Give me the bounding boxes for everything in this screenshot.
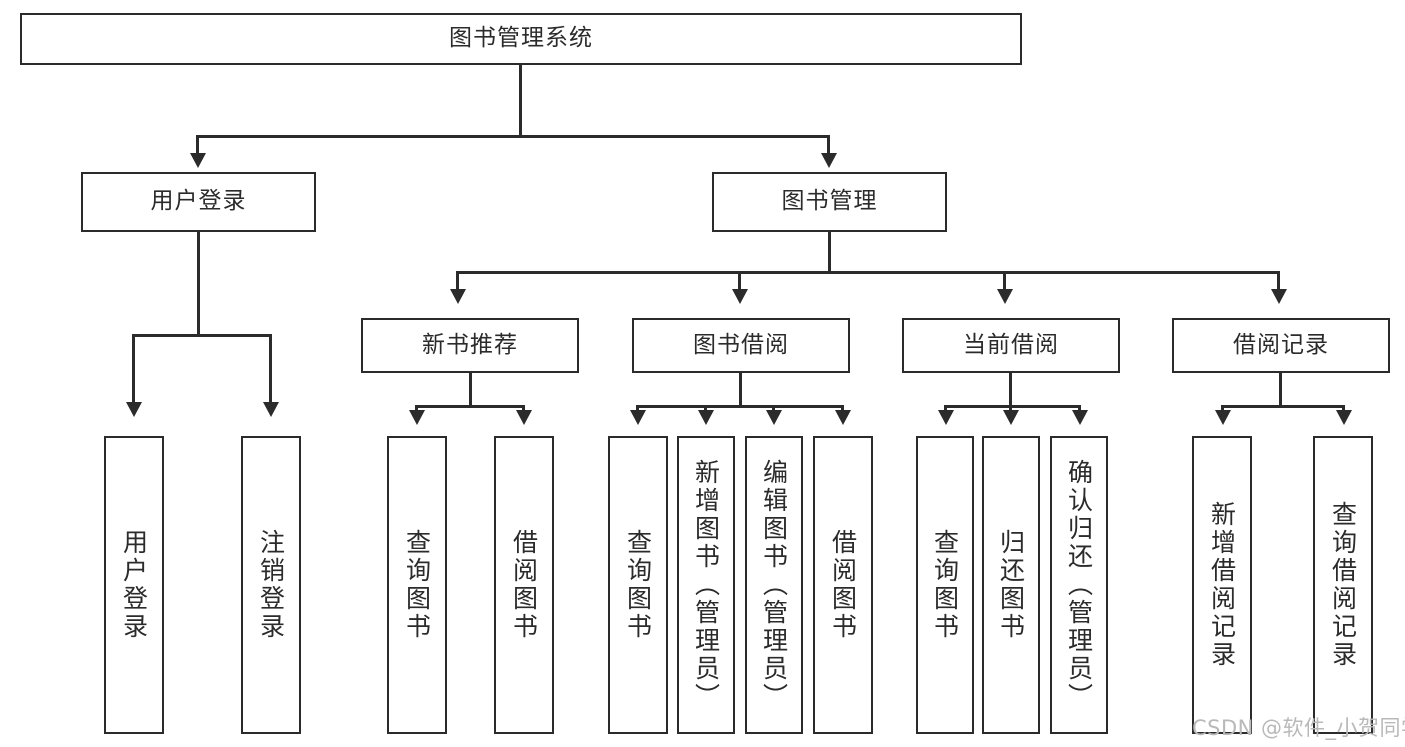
node-label: 注销登录	[256, 529, 286, 641]
leaf-user-login[interactable]: 用户登录	[104, 436, 164, 734]
node-root-book-management-system[interactable]: 图书管理系统	[20, 13, 1022, 65]
connector-book-borrow-bus	[636, 405, 844, 408]
connector-nb-to-borrow	[522, 405, 525, 413]
leaf-borrow-query-book[interactable]: 查询图书	[608, 436, 668, 734]
node-label: 图书借阅	[693, 331, 789, 358]
connector-bm-to-new-book	[456, 271, 459, 293]
connector-ul-to-logout	[269, 334, 272, 406]
arrow-ul-to-logout	[263, 402, 279, 417]
node-label: 借阅图书	[828, 529, 858, 641]
connector-borrow-record-bus	[1221, 405, 1345, 408]
connector-cb-to-return	[1009, 405, 1012, 413]
arrow-br-to-query	[1336, 410, 1352, 425]
connector-book-management-stem	[828, 232, 831, 274]
node-label: 用户登录	[150, 188, 247, 215]
node-current-borrow[interactable]: 当前借阅	[902, 318, 1120, 373]
arrow-cb-to-query	[938, 410, 954, 425]
connector-bb-to-borrow	[841, 405, 844, 413]
arrow-bb-to-edit	[766, 410, 782, 425]
arrow-bm-to-new-book	[450, 289, 466, 304]
connector-bm-to-borrow-record	[1277, 271, 1280, 293]
arrow-cb-to-confirm	[1072, 410, 1088, 425]
node-label: 确认归还（管理员）	[1064, 459, 1094, 711]
connector-user-login-bus	[132, 334, 272, 337]
connector-root-bus	[196, 135, 830, 138]
connector-root-to-user-login	[196, 135, 199, 157]
leaf-current-query-book[interactable]: 查询图书	[916, 436, 974, 734]
arrow-ul-to-login	[126, 402, 142, 417]
connector-borrow-record-stem	[1279, 373, 1282, 408]
leaf-logout[interactable]: 注销登录	[241, 436, 301, 734]
arrow-bm-to-borrow-record	[1271, 289, 1287, 304]
connector-br-to-add	[1221, 405, 1224, 413]
node-book-borrow[interactable]: 图书借阅	[632, 318, 850, 373]
node-label: 新增图书（管理员）	[691, 459, 721, 711]
node-label: 新书推荐	[422, 331, 518, 358]
connector-bb-to-query	[636, 405, 639, 413]
node-label: 借阅记录	[1233, 331, 1329, 358]
node-label: 查询图书	[930, 529, 960, 641]
csdn-watermark: CSDN @软件_小贺同学	[1192, 716, 1405, 740]
node-borrow-record[interactable]: 借阅记录	[1172, 318, 1390, 373]
leaf-query-borrow-record[interactable]: 查询借阅记录	[1313, 436, 1373, 734]
connector-br-to-query	[1342, 405, 1345, 413]
connector-book-management-bus	[456, 271, 1280, 274]
leaf-add-borrow-record[interactable]: 新增借阅记录	[1192, 436, 1252, 734]
node-label: 图书管理	[781, 188, 878, 215]
connector-bm-to-book-borrow	[738, 271, 741, 293]
node-label: 用户登录	[119, 529, 149, 641]
node-label: 新增借阅记录	[1207, 501, 1237, 669]
node-label: 图书管理系统	[449, 25, 593, 52]
arrow-bb-to-query	[630, 410, 646, 425]
arrow-nb-to-query	[409, 410, 425, 425]
connector-current-borrow-bus	[944, 405, 1081, 408]
leaf-new-book-borrow[interactable]: 借阅图书	[494, 436, 554, 734]
connector-new-book-stem	[469, 373, 472, 408]
connector-bm-to-current-borrow	[1003, 271, 1006, 293]
connector-bb-to-add	[704, 405, 707, 413]
leaf-borrow-book[interactable]: 借阅图书	[813, 436, 873, 734]
connector-cb-to-query	[944, 405, 947, 413]
node-label: 归还图书	[996, 529, 1026, 641]
leaf-confirm-return-admin[interactable]: 确认归还（管理员）	[1050, 436, 1108, 734]
leaf-edit-book-admin[interactable]: 编辑图书（管理员）	[745, 436, 803, 734]
arrow-bb-to-add	[698, 410, 714, 425]
connector-root-to-book-management	[827, 135, 830, 157]
node-label: 当前借阅	[963, 331, 1059, 358]
connector-new-book-bus	[415, 405, 525, 408]
node-new-book-recommend[interactable]: 新书推荐	[361, 318, 579, 373]
arrow-bm-to-book-borrow	[732, 289, 748, 304]
connector-root-stem	[519, 65, 522, 137]
node-label: 查询图书	[402, 529, 432, 641]
arrow-br-to-add	[1215, 410, 1231, 425]
connector-book-borrow-stem	[739, 373, 742, 408]
node-label: 查询图书	[623, 529, 653, 641]
connector-user-login-stem	[197, 232, 200, 337]
arrow-nb-to-borrow	[516, 410, 532, 425]
arrow-root-to-book-management	[821, 153, 837, 168]
arrow-root-to-user-login	[190, 153, 206, 168]
arrow-cb-to-return	[1003, 410, 1019, 425]
leaf-new-book-query[interactable]: 查询图书	[387, 436, 447, 734]
node-book-management[interactable]: 图书管理	[712, 172, 947, 232]
node-label: 借阅图书	[509, 529, 539, 641]
connector-nb-to-query	[415, 405, 418, 413]
leaf-add-book-admin[interactable]: 新增图书（管理员）	[677, 436, 735, 734]
connector-bb-to-edit	[772, 405, 775, 413]
node-label: 查询借阅记录	[1328, 501, 1358, 669]
connector-ul-to-login	[132, 334, 135, 406]
node-user-login[interactable]: 用户登录	[81, 172, 316, 232]
connector-current-borrow-stem	[1009, 373, 1012, 408]
node-label: 编辑图书（管理员）	[759, 459, 789, 711]
arrow-bb-to-borrow	[835, 410, 851, 425]
leaf-return-book[interactable]: 归还图书	[982, 436, 1040, 734]
connector-cb-to-confirm	[1078, 405, 1081, 413]
arrow-bm-to-current-borrow	[997, 289, 1013, 304]
